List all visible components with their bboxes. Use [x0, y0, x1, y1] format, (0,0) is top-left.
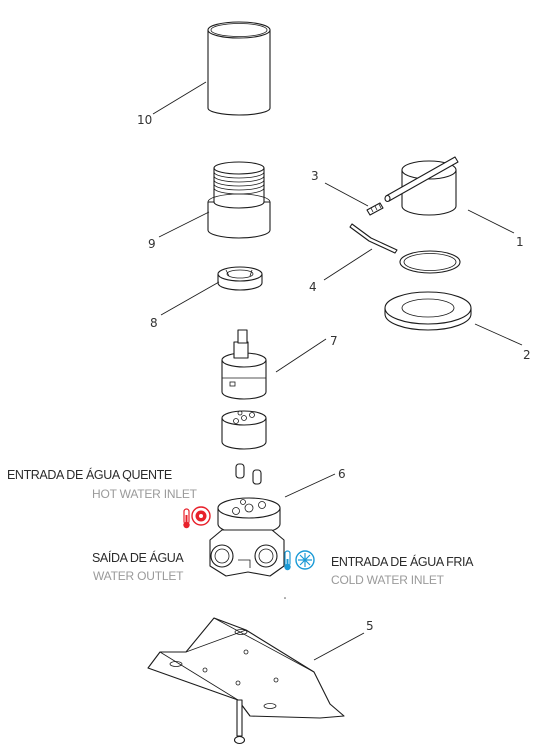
seal-pins [235, 463, 262, 485]
callout-1: 1 [516, 235, 524, 249]
part-10-cover-tube [207, 21, 271, 116]
callout-10: 10 [137, 113, 152, 127]
cold-inlet-label-en: COLD WATER INLET [331, 573, 445, 587]
part-9-threaded-sleeve [207, 161, 271, 239]
hot-water-icon [191, 506, 211, 526]
callout-8: 8 [150, 316, 158, 330]
thermometer-hot-icon [183, 508, 190, 529]
callout-6: 6 [338, 467, 346, 481]
callout-5: 5 [366, 619, 374, 633]
part-2-flange [384, 291, 472, 331]
part-8-ring-nut [217, 266, 263, 291]
stray-mark [284, 597, 286, 599]
callout-3: 3 [311, 169, 319, 183]
callout-2: 2 [523, 348, 531, 362]
callout-7: 7 [330, 334, 338, 348]
cold-water-icon [295, 550, 315, 570]
callout-9: 9 [148, 237, 156, 251]
part-7-cartridge [221, 329, 267, 450]
part-3-set-screw [366, 202, 384, 216]
part-6-valve-body [209, 497, 285, 577]
thermometer-cold-icon [284, 550, 291, 571]
cold-inlet-label-pt: ENTRADA DE ÁGUA FRIA [331, 554, 474, 569]
hot-inlet-label-en: HOT WATER INLET [92, 487, 198, 501]
leader-lines [152, 81, 523, 661]
part-4-allen-key [349, 223, 398, 254]
part-1-handle [384, 156, 459, 216]
hot-inlet-label-pt: ENTRADA DE ÁGUA QUENTE [7, 467, 172, 482]
outlet-label-en: WATER OUTLET [93, 569, 184, 583]
callout-4: 4 [309, 280, 317, 294]
part-5-mounting-bracket [147, 617, 345, 745]
o-ring [399, 250, 461, 274]
outlet-label-pt: SAÍDA DE ÁGUA [92, 550, 184, 565]
